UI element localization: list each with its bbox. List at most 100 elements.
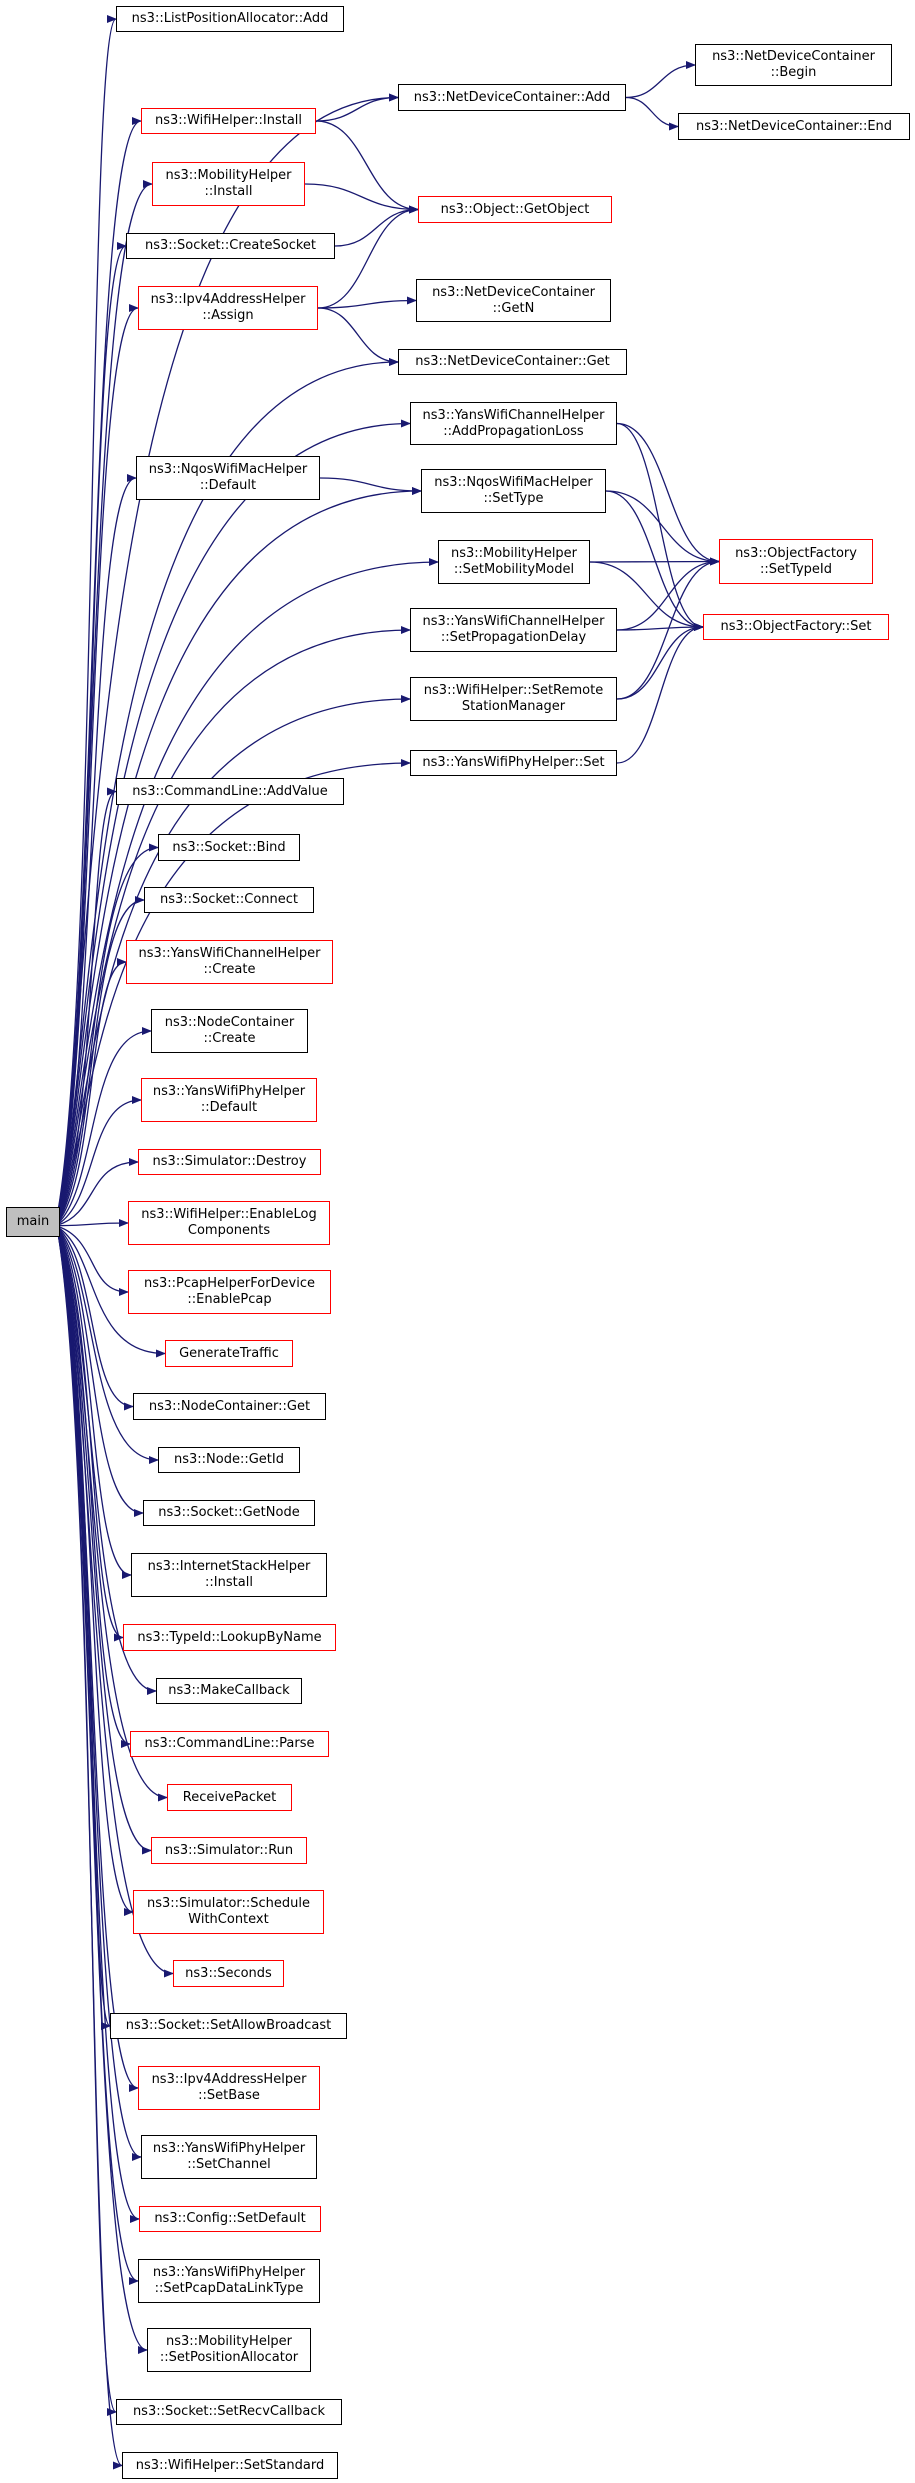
node-label: ::Install bbox=[205, 1575, 253, 1590]
node-label: ::Create bbox=[203, 962, 256, 977]
node-wifi-install[interactable]: ns3::WifiHelper::Install bbox=[141, 108, 316, 134]
node-typeid-lookup[interactable]: ns3::TypeId::LookupByName bbox=[123, 1624, 336, 1651]
node-label: ns3::Simulator::Run bbox=[164, 1842, 294, 1858]
node-label: ns3::ObjectFactory bbox=[735, 545, 857, 561]
node-socket-bind[interactable]: ns3::Socket::Bind bbox=[158, 834, 300, 861]
node-pcap-enable[interactable]: ns3::PcapHelperForDevice::EnablePcap bbox=[128, 1270, 331, 1314]
edge-main-to-typeid-lookup bbox=[57, 1230, 124, 1642]
node-label: ns3::Ipv4AddressHelper bbox=[150, 292, 306, 307]
node-cl-addvalue[interactable]: ns3::CommandLine::AddValue bbox=[116, 778, 344, 805]
node-ndc-begin[interactable]: ns3::NetDeviceContainer::Begin bbox=[695, 44, 892, 86]
node-ndc-end[interactable]: ns3::NetDeviceContainer::End bbox=[678, 113, 910, 140]
node-lpa-add[interactable]: ns3::ListPositionAllocator::Add bbox=[116, 6, 344, 32]
node-ipv4-setbase[interactable]: ns3::Ipv4AddressHelper::SetBase bbox=[138, 2066, 320, 2110]
node-sim-destroy[interactable]: ns3::Simulator::Destroy bbox=[138, 1149, 321, 1175]
node-label: ::SetType bbox=[483, 491, 544, 506]
node-ywch-addprop[interactable]: ns3::YansWifiChannelHelper::AddPropagati… bbox=[410, 402, 617, 445]
node-label: ns3::NodeContainer bbox=[164, 1015, 295, 1030]
node-ywch-setprop[interactable]: ns3::YansWifiChannelHelper::SetPropagati… bbox=[410, 608, 617, 652]
edge-wifi-setremote-to-of-settypeid bbox=[616, 557, 720, 700]
node-gen-traffic[interactable]: GenerateTraffic bbox=[165, 1340, 293, 1367]
edge-mob-install-to-get-object bbox=[304, 183, 419, 214]
edge-main-to-socket-getnode bbox=[57, 1228, 144, 1517]
node-make-callback[interactable]: ns3::MakeCallback bbox=[156, 1678, 302, 1704]
edge-main-to-ywph-default bbox=[57, 1096, 142, 1225]
node-label: ns3::NqosWifiMacHelper bbox=[148, 462, 308, 477]
node-create-socket[interactable]: ns3::Socket::CreateSocket bbox=[126, 233, 335, 259]
node-label: ns3::Config::SetDefault bbox=[154, 2211, 306, 2226]
node-main[interactable]: main bbox=[6, 1207, 60, 1237]
node-seconds[interactable]: ns3::Seconds bbox=[173, 1960, 284, 1987]
node-ndc-getn[interactable]: ns3::NetDeviceContainer::GetN bbox=[416, 279, 611, 322]
node-nqos-default[interactable]: ns3::NqosWifiMacHelper::Default bbox=[136, 456, 320, 500]
edge-main-to-node-getid bbox=[57, 1228, 159, 1464]
node-ywch-create[interactable]: ns3::YansWifiChannelHelper::Create bbox=[126, 940, 333, 984]
node-label: ns3::Socket::GetNode bbox=[158, 1505, 300, 1520]
edge-main-to-ndc-get bbox=[57, 358, 399, 1216]
node-cl-parse[interactable]: ns3::CommandLine::Parse bbox=[130, 1731, 329, 1757]
edge-nqos-settype-to-of-settypeid bbox=[605, 490, 720, 566]
edge-ipv4-assign-to-get-object bbox=[317, 205, 419, 309]
node-wifi-setstandard[interactable]: ns3::WifiHelper::SetStandard bbox=[122, 2452, 338, 2479]
node-socket-getnode[interactable]: ns3::Socket::GetNode bbox=[143, 1500, 315, 1526]
node-ndc-add[interactable]: ns3::NetDeviceContainer::Add bbox=[398, 84, 626, 111]
node-socket-allowbc[interactable]: ns3::Socket::SetAllowBroadcast bbox=[110, 2013, 347, 2039]
node-label: ns3::Simulator::Destroy bbox=[152, 1154, 307, 1169]
node-get-object[interactable]: ns3::Object::GetObject bbox=[418, 196, 612, 223]
edge-main-to-pcap-enable bbox=[57, 1225, 129, 1296]
node-label: ::EnablePcap bbox=[187, 1292, 272, 1307]
node-label: ns3::NetDeviceContainer::Add bbox=[413, 89, 611, 105]
edge-main-to-receive-packet bbox=[57, 1232, 168, 1802]
node-label: ns3::MobilityHelper bbox=[165, 168, 292, 183]
node-ndc-get[interactable]: ns3::NetDeviceContainer::Get bbox=[398, 349, 627, 375]
node-label: ::Assign bbox=[202, 308, 254, 323]
edge-main-to-make-callback bbox=[57, 1231, 157, 1695]
node-nc-get[interactable]: ns3::NodeContainer::Get bbox=[133, 1393, 326, 1420]
node-of-settypeid[interactable]: ns3::ObjectFactory::SetTypeId bbox=[719, 539, 873, 584]
edge-main-to-sim-schedule bbox=[57, 1232, 134, 1916]
edge-main-to-ywch-create bbox=[57, 958, 127, 1223]
node-node-getid[interactable]: ns3::Node::GetId bbox=[158, 1447, 300, 1473]
edge-nqos-default-to-nqos-settype bbox=[319, 477, 422, 495]
node-ipv4-assign[interactable]: ns3::Ipv4AddressHelper::Assign bbox=[138, 286, 318, 330]
node-config-setdefault[interactable]: ns3::Config::SetDefault bbox=[139, 2206, 321, 2232]
node-label: ns3::WifiHelper::EnableLog bbox=[141, 1207, 317, 1222]
node-mob-setmob[interactable]: ns3::MobilityHelper::SetMobilityModel bbox=[438, 540, 590, 584]
edge-main-to-socket-bind bbox=[57, 843, 159, 1222]
edge-main-to-gen-traffic bbox=[57, 1226, 166, 1358]
node-of-set[interactable]: ns3::ObjectFactory::Set bbox=[703, 614, 889, 640]
node-label: ns3::Socket::SetRecvCallback bbox=[132, 2404, 326, 2419]
edge-main-to-ipv4-assign bbox=[57, 304, 139, 1215]
node-ish-install[interactable]: ns3::InternetStackHelper::Install bbox=[131, 1553, 327, 1597]
node-ywph-default[interactable]: ns3::YansWifiPhyHelper::Default bbox=[141, 1078, 317, 1122]
node-label: main bbox=[16, 1214, 50, 1229]
node-ywph-setpcap[interactable]: ns3::YansWifiPhyHelper::SetPcapDataLinkT… bbox=[138, 2259, 320, 2303]
node-label: ns3::WifiHelper::Install bbox=[154, 113, 303, 128]
edge-main-to-ywph-setpcap bbox=[57, 1232, 139, 2285]
node-socket-setrecv[interactable]: ns3::Socket::SetRecvCallback bbox=[116, 2399, 342, 2425]
node-nc-create[interactable]: ns3::NodeContainer::Create bbox=[151, 1009, 308, 1053]
node-sim-run[interactable]: ns3::Simulator::Run bbox=[151, 1837, 307, 1864]
node-mob-install[interactable]: ns3::MobilityHelper::Install bbox=[152, 162, 305, 206]
node-ywph-set[interactable]: ns3::YansWifiPhyHelper::Set bbox=[410, 750, 617, 776]
edge-create-socket-to-get-object bbox=[334, 205, 419, 247]
node-receive-packet[interactable]: ReceivePacket bbox=[167, 1784, 292, 1811]
node-label: ns3::Socket::CreateSocket bbox=[144, 238, 317, 253]
node-label: ns3::InternetStackHelper bbox=[147, 1559, 311, 1574]
node-label: ::GetN bbox=[492, 300, 535, 316]
node-nqos-settype[interactable]: ns3::NqosWifiMacHelper::SetType bbox=[421, 469, 606, 513]
node-ywph-setchannel[interactable]: ns3::YansWifiPhyHelper::SetChannel bbox=[141, 2135, 317, 2179]
node-label: ns3::Socket::Connect bbox=[159, 892, 299, 907]
node-label: ns3::MobilityHelper bbox=[450, 546, 578, 561]
node-mob-setposalloc[interactable]: ns3::MobilityHelper::SetPositionAllocato… bbox=[147, 2328, 311, 2372]
node-label: ::SetPositionAllocator bbox=[159, 2350, 299, 2365]
node-label: ::SetPcapDataLinkType bbox=[154, 2281, 304, 2296]
node-label: ns3::Socket::SetAllowBroadcast bbox=[125, 2018, 332, 2033]
node-socket-connect[interactable]: ns3::Socket::Connect bbox=[144, 887, 314, 913]
edge-nqos-settype-to-of-set bbox=[605, 490, 704, 631]
node-label: ns3::NodeContainer::Get bbox=[148, 1398, 311, 1414]
node-label: ns3::CommandLine::Parse bbox=[144, 1736, 315, 1751]
